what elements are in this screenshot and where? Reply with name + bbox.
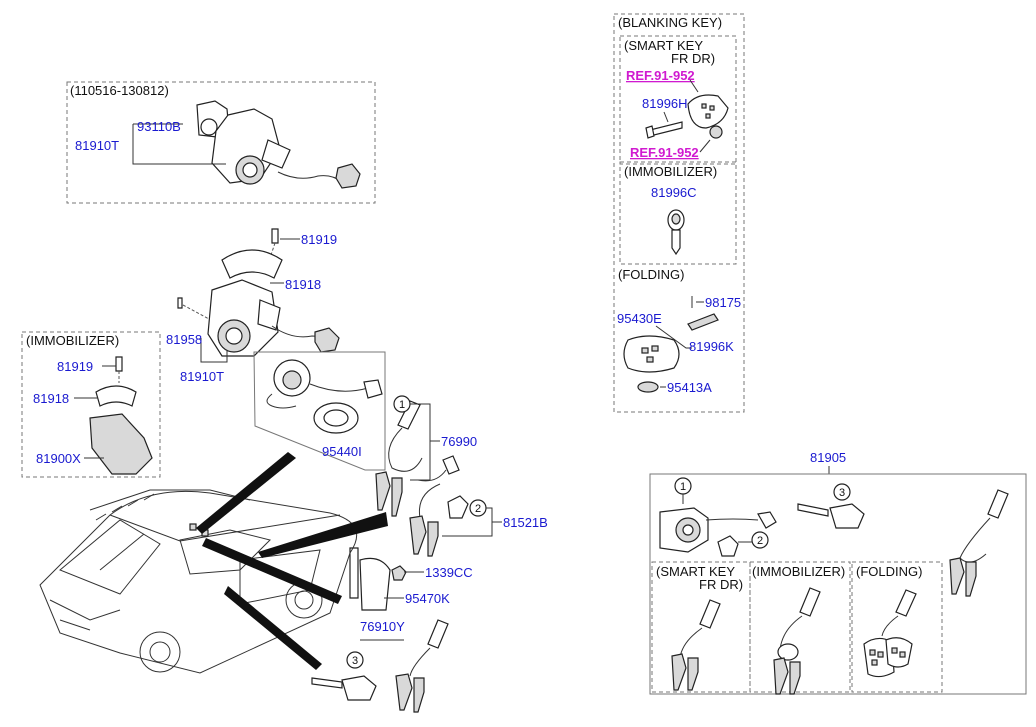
callout-81958[interactable]: 81958 [166, 332, 202, 347]
callout-81900x[interactable]: 81900X [36, 451, 81, 466]
callout-81918-left[interactable]: 81918 [33, 391, 69, 406]
sub-smart-key-title-2: FR DR) [699, 577, 743, 592]
group-81905: 81905 1 2 3 [649, 450, 1027, 695]
kit-index-2: 2 [757, 535, 763, 547]
sub-folding-frame [851, 561, 943, 693]
group-immobilizer-left-frame [21, 331, 161, 478]
group-folding-title: (FOLDING) [618, 267, 684, 282]
trunk-key-cylinder-icon [311, 677, 343, 689]
beam-door [202, 538, 342, 604]
index-3: 3 [352, 655, 358, 667]
immobilizer-module-icon [89, 413, 153, 475]
folding-key-fob-icon [623, 335, 680, 373]
beam-trunk [224, 586, 322, 670]
callout-81919-left[interactable]: 81919 [57, 359, 93, 374]
callout-81996c[interactable]: 81996C [651, 185, 697, 200]
group-81905-frame [649, 473, 1027, 695]
callout-95440i[interactable]: 95440I [322, 444, 362, 459]
ignition-lock-assembly-icon [196, 100, 361, 189]
sub-folding-title: (FOLDING) [856, 564, 922, 579]
kit-index-1: 1 [680, 481, 686, 493]
callout-95413a[interactable]: 95413A [667, 380, 712, 395]
group-blanking-key-title: (BLANKING KEY) [618, 15, 722, 30]
vehicle-suv-icon [39, 489, 358, 674]
sub-smart-key-icon [671, 599, 721, 691]
immobilizer-antenna-icon [266, 359, 383, 409]
ref-link-top[interactable]: REF.91-952 [626, 68, 695, 83]
sub-immobilizer-title: (IMMOBILIZER) [752, 564, 845, 579]
index-2: 2 [475, 503, 481, 515]
screw-icon [115, 356, 123, 372]
leader-81910t-top [132, 123, 226, 165]
callout-95470k[interactable]: 95470K [405, 591, 450, 606]
index-1: 1 [399, 399, 405, 411]
key-pair-76910y-icon: 3 [311, 619, 449, 713]
ignition-switch-icon [177, 279, 340, 357]
screw-81919-icon [271, 228, 279, 244]
group-date-range-title: (110516-130812) [70, 83, 169, 98]
blade-81996k-icon [687, 313, 719, 331]
lock-set-frame [253, 351, 386, 471]
beam-ignition [196, 452, 296, 534]
group-date-range-frame [66, 81, 376, 204]
group-date-range: (110516-130812) 81910T 93110B [66, 81, 376, 204]
callout-76990[interactable]: 76990 [441, 434, 477, 449]
callout-95430e[interactable]: 95430E [617, 311, 662, 326]
callout-81905[interactable]: 81905 [810, 450, 846, 465]
leader-81910t-center [200, 338, 228, 363]
kit-key-set-icon [949, 489, 1009, 597]
group-smart-key-title-2: FR DR) [671, 51, 715, 66]
leader-76990 [410, 403, 440, 481]
group-immobilizer-right-title: (IMMOBILIZER) [624, 164, 717, 179]
group-smart-key-frame [619, 35, 737, 165]
callout-81996h[interactable]: 81996H [642, 96, 688, 111]
clip-1339cc-icon [391, 565, 407, 581]
sub-immobilizer-key-icon [773, 587, 821, 695]
callout-81910t-top[interactable]: 81910T [75, 138, 119, 153]
sub-immobilizer-frame [749, 561, 851, 693]
kit-door-cylinder-icon: 2 [717, 531, 769, 557]
group-immobilizer-left-title: (IMMOBILIZER) [26, 333, 119, 348]
callout-76910y[interactable]: 76910Y [360, 619, 405, 634]
key-pair-81521b-icon: 2 [409, 483, 487, 557]
callout-81521b[interactable]: 81521B [503, 515, 548, 530]
battery-95413a-icon [637, 381, 659, 393]
kit-trunk-cylinder-icon: 3 [797, 483, 865, 529]
main-ignition-assembly: 81919 81918 81958 81910T [166, 228, 340, 384]
trunk-lock-95470k-icon [349, 547, 391, 611]
callout-81910t-center[interactable]: 81910T [180, 369, 224, 384]
kit-index-3: 3 [839, 487, 845, 499]
callout-81919-center[interactable]: 81919 [301, 232, 337, 247]
smart-key-fob-icon [645, 94, 729, 139]
group-immobilizer-left: (IMMOBILIZER) 81919 81918 81900X [21, 331, 161, 478]
callout-1339cc[interactable]: 1339CC [425, 565, 473, 580]
leader-81521b [442, 507, 502, 537]
lock-set: 95440I 1 76990 2 81521B 1339CC [253, 351, 548, 713]
ref-link-bottom[interactable]: REF.91-952 [630, 145, 699, 160]
callout-93110b[interactable]: 93110B [137, 119, 181, 134]
kit-ignition-cylinder-icon: 1 [659, 477, 777, 553]
door-lock-cylinder-icon [447, 495, 469, 519]
callout-81996k[interactable]: 81996K [689, 339, 734, 354]
key-set-76990-icon: 1 [375, 395, 460, 517]
callout-98175[interactable]: 98175 [705, 295, 741, 310]
sub-folding-key-icon [863, 589, 917, 678]
shroud-icon [95, 385, 137, 407]
sub-smart-key-title: (SMART KEY [656, 564, 735, 579]
callout-81918-center[interactable]: 81918 [285, 277, 321, 292]
immobilizer-key-icon [667, 209, 685, 256]
group-smart-key-title: (SMART KEY [624, 38, 703, 53]
shroud-81918-icon [221, 249, 283, 279]
group-blanking-key-frame [613, 13, 745, 413]
beam-key [258, 512, 388, 558]
group-blanking-key: (BLANKING KEY) (SMART KEY FR DR) REF.91-… [613, 13, 745, 413]
group-immobilizer-right-frame [619, 161, 737, 265]
